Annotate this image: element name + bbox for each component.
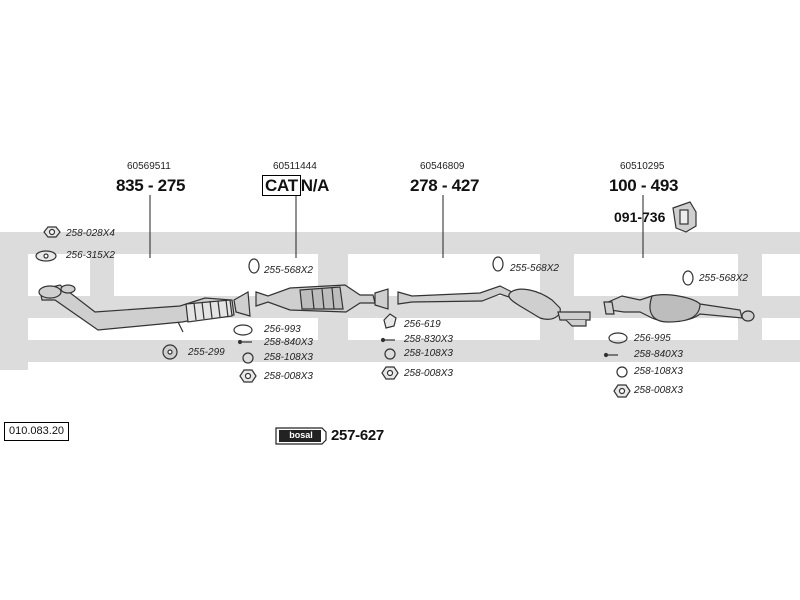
section-4-oem: 60510295	[620, 161, 665, 172]
rear-silencer-part	[603, 294, 755, 323]
clamp-icon	[248, 258, 260, 274]
diagram-reference: 010.083.20	[4, 422, 70, 441]
hardware-icons	[35, 226, 694, 398]
washer-icon	[616, 366, 628, 378]
leader-lines	[149, 195, 644, 258]
gasket-icon	[608, 332, 628, 344]
section-4-fitting-5[interactable]: 258-008X3	[634, 385, 683, 396]
bracket-part	[672, 201, 697, 233]
section-1-fitting-3[interactable]: 255-299	[188, 347, 225, 358]
mounting-kit-part-number: 257-627	[331, 427, 384, 444]
bosal-logo-text: bosal	[289, 430, 313, 440]
section-1-fitting-1[interactable]: 258-028X4	[66, 228, 115, 239]
section-4-extra-part[interactable]: 091-736	[614, 209, 666, 225]
gasket-icon	[233, 324, 253, 336]
section-3-fitting-3[interactable]: 258-830X3	[404, 334, 453, 345]
section-3-fitting-5[interactable]: 258-008X3	[404, 368, 453, 379]
section-4-fitting-4[interactable]: 258-108X3	[634, 366, 683, 377]
section-2-fitting-2[interactable]: 256-993	[264, 324, 301, 335]
section-4-part-number[interactable]: 100 - 493	[609, 176, 679, 195]
section-2-fitting-1[interactable]: 255-568X2	[264, 265, 313, 276]
section-4-fitting-3[interactable]: 258-840X3	[634, 349, 683, 360]
section-3-part-number[interactable]: 278 - 427	[410, 176, 480, 195]
section-2-fitting-5[interactable]: 258-008X3	[264, 371, 313, 382]
section-4-fitting-2[interactable]: 256-995	[634, 333, 671, 344]
front-pipe-part	[38, 284, 251, 333]
clamp-icon	[492, 256, 504, 272]
section-3-fitting-1[interactable]: 255-568X2	[510, 263, 559, 274]
section-2-oem: 60511444	[273, 161, 317, 172]
section-3-fitting-4[interactable]: 258-108X3	[404, 348, 453, 359]
flange-gasket-icon	[383, 313, 397, 329]
bosal-logo	[275, 427, 327, 445]
section-1-fitting-2[interactable]: 256-315X2	[66, 250, 115, 261]
washer-icon	[384, 348, 396, 360]
section-4-fitting-1[interactable]: 255-568X2	[699, 273, 748, 284]
middle-silencer-part	[397, 285, 591, 327]
washer-icon	[242, 352, 254, 364]
section-2-cat-suffix: N/A	[300, 176, 330, 195]
section-1-oem: 60569511	[127, 161, 171, 172]
section-2-fitting-4[interactable]: 258-108X3	[264, 352, 313, 363]
section-3-fitting-2[interactable]: 256-619	[404, 319, 441, 330]
section-2-fitting-3[interactable]: 258-840X3	[264, 337, 313, 348]
catalytic-converter-part	[255, 284, 389, 313]
section-3-oem: 60546809	[420, 161, 465, 172]
section-1-part-number[interactable]: 835 - 275	[116, 176, 186, 195]
section-2-cat-prefix: CAT	[262, 175, 301, 196]
clamp-icon	[682, 270, 694, 286]
